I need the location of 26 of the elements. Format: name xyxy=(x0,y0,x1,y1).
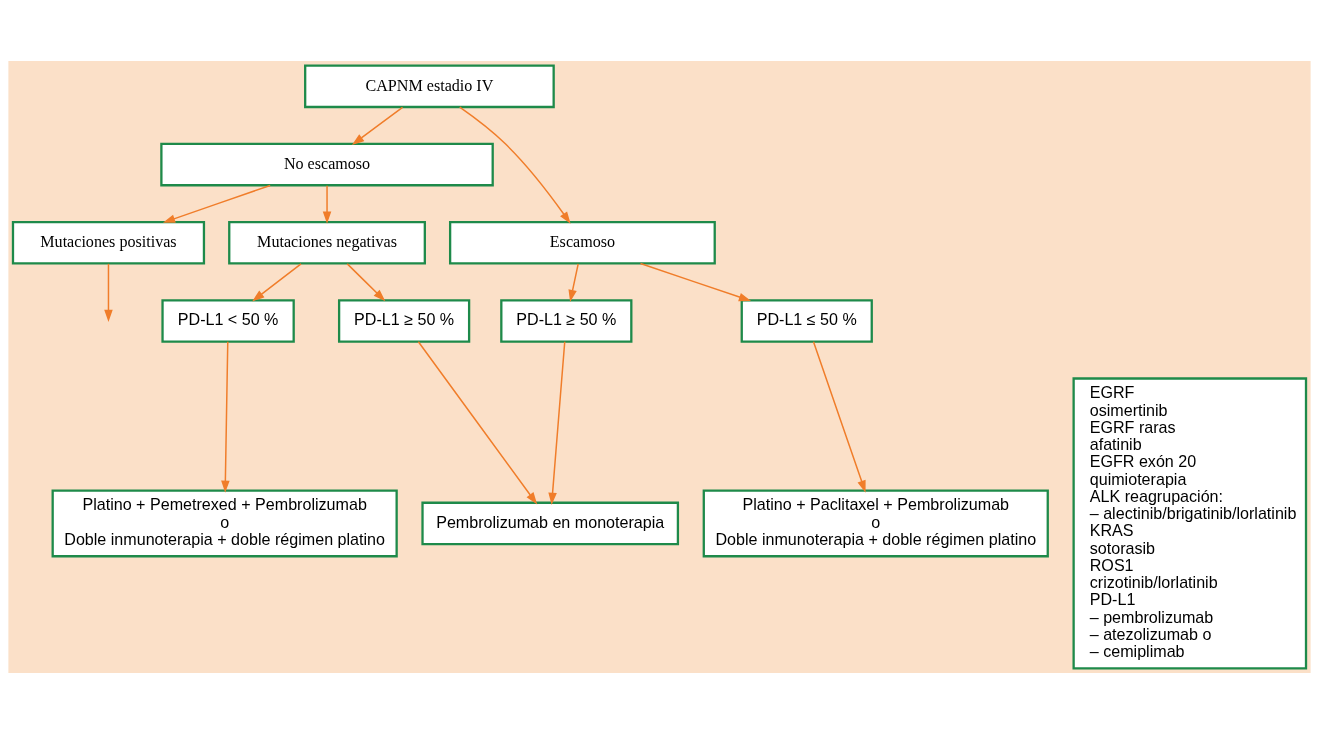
arrow xyxy=(252,263,302,302)
arrow xyxy=(812,340,866,493)
node-box: PD-L1 ≥ 50 % xyxy=(337,299,471,343)
node-box: Platino + Paclitaxel + Pembrolizumab o Doble inmunoterapia + doble régimen platino xyxy=(702,489,1049,558)
node-box: Pembrolizumab en monoterapia xyxy=(421,501,680,546)
arrow xyxy=(417,340,538,505)
node-box: Escamoso xyxy=(449,220,716,265)
node-box: Platino + Pemetrexed + Pembrolizumab o Doble inmunoterapia + doble régimen platino xyxy=(51,489,398,558)
arrow xyxy=(458,106,571,224)
node-box: EGRF osimertinib EGRF raras afatinib EGFR exón 20 quimioterapia ALK reagrupación: – alectinib/brigatinib/lorlatinib KRAS sotorasib ROS1 crizotinib/lorlatinib PD-L1 – pembrolizumab – atezolizumab o – cemiplimab xyxy=(1072,377,1308,670)
arrow xyxy=(639,262,752,302)
arrow xyxy=(104,263,113,322)
node-box: CAPNM estadio IV xyxy=(304,64,555,109)
node-box: PD-L1 ≤ 50 % xyxy=(740,299,873,343)
arrow xyxy=(548,340,566,505)
node-box: Mutaciones positivas xyxy=(11,220,206,265)
arrow xyxy=(162,184,271,223)
arrow xyxy=(568,263,579,302)
node-box: PD-L1 < 50 % xyxy=(161,299,295,343)
arrow xyxy=(346,263,386,302)
arrow xyxy=(351,106,404,145)
arrow xyxy=(322,184,332,224)
arrow xyxy=(221,340,230,493)
node-box: No escamoso xyxy=(160,142,494,187)
node-box: Mutaciones negativas xyxy=(228,220,426,265)
node-box: PD-L1 ≥ 50 % xyxy=(500,299,633,343)
